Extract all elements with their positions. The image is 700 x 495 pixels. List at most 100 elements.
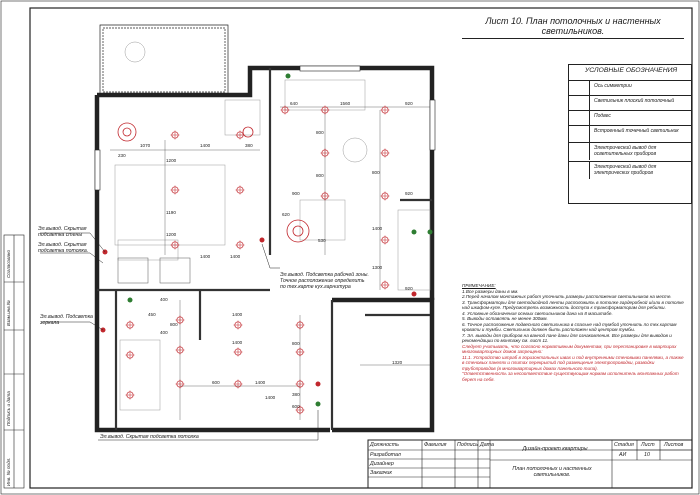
callout-bedroom-wall: Эл.вывод. Скрытая подсветка стены: [38, 226, 87, 238]
hall-ceiling-lamps: [125, 315, 305, 415]
dimension-label: 900: [292, 191, 300, 196]
warning-line: Следует учитывать, что согласно норматив…: [462, 343, 677, 355]
stamp-header-signature: Подпись: [457, 442, 479, 448]
ceiling-lamp-cross: [125, 390, 135, 400]
callout-kitchen-work: Эл.вывод. Подсветка рабочей зоны. Точное…: [280, 272, 369, 290]
note-line: 7. Эл. выводы для приборов на ванной пан…: [462, 332, 672, 344]
electric-outlet-devices-icon: [315, 401, 321, 407]
stamp-header-sheet: Лист: [641, 442, 655, 448]
ceiling-lamp-cross: [125, 350, 135, 360]
ceiling-lamp-cross: [125, 320, 135, 330]
electric-outlet-devices-icon: [411, 229, 417, 235]
legend-label: Подвес: [594, 113, 611, 119]
note-line: 1.Все размеры даны в мм.: [462, 288, 519, 294]
ceiling-lamp-cross: [170, 130, 180, 140]
legend-label: Светильник плоский потолочный: [594, 98, 675, 104]
stamp-header-sheets: Листов: [664, 442, 684, 448]
dimension-label: 380: [245, 143, 253, 148]
pendant-lamp-icon: [568, 111, 590, 128]
ceiling-lamp-cross: [380, 191, 390, 201]
note-line: 4. Условные обозначения осевых светильни…: [462, 310, 613, 316]
dimension-label: 620: [282, 212, 290, 217]
dimension-label: 1400: [372, 226, 383, 231]
ceiling-lamp-cross: [170, 185, 180, 195]
dimension-label: 1560: [340, 101, 351, 106]
dimension-label: 800: [292, 341, 300, 346]
dimension-label: 230: [118, 153, 126, 158]
ceiling-lamp-cross: [233, 347, 243, 357]
dimension-label: 1400: [200, 143, 211, 148]
legend-row: Встроенный точечный светильник: [568, 125, 692, 142]
binding-strip: [3, 234, 25, 489]
dimension-label: 1400: [232, 340, 243, 345]
ceiling-lamp-cross: [295, 379, 305, 389]
stamp-project: Дизайн-проект квартиры: [522, 446, 588, 452]
dimension-label: 530: [318, 238, 326, 243]
ceiling-lamp-cross: [175, 315, 185, 325]
ceiling-lamp-cross: [175, 379, 185, 389]
side-label-original: Инв. № подл.: [6, 457, 11, 486]
ceiling-lamp-cross: [295, 320, 305, 330]
ceiling-lamp-cross: [175, 345, 185, 355]
stamp-header-stage: Стадия: [614, 442, 634, 448]
dimension-label: 600: [212, 380, 220, 385]
electric-outlet-lighting-icon: [259, 237, 265, 243]
legend-title: УСЛОВНЫЕ ОБОЗНАЧЕНИЯ: [584, 67, 678, 74]
electric-outlet-lighting-icon: [411, 291, 417, 297]
ceiling-lamp-cross: [295, 405, 305, 415]
pendant-lamp: [242, 126, 254, 138]
note-line: 2.Перед началом монтажных работ уточнить…: [462, 294, 672, 299]
stamp-header-surname: Фамилия: [424, 442, 447, 448]
axis-icon: [568, 81, 590, 98]
electric-outlet-lighting-icon: [568, 143, 590, 160]
dimension-label: 1400: [232, 312, 243, 317]
legend-row: Электрический вывод для электрических пр…: [568, 161, 692, 179]
legend-label: Электрический вывод для электрических пр…: [594, 164, 657, 176]
callout-hall-ceiling: Эл.вывод. Скрытая подсветка потолка: [100, 434, 199, 440]
legend-row: Электрический вывод для осветительных пр…: [568, 142, 692, 160]
side-label-replaced: Взам.инв.№: [6, 300, 11, 326]
dimension-label: 800: [316, 130, 324, 135]
dimension-label: 920: [405, 191, 413, 196]
note-line: 5. Выводы оставлять не менее 300мм.: [462, 316, 548, 321]
ceiling-lamp-cross: [170, 240, 180, 250]
ceiling-lamp-cross: [235, 185, 245, 195]
dimension-label: 1300: [372, 265, 383, 270]
title-block-grid: [367, 439, 693, 489]
dimension-label: 450: [148, 312, 156, 317]
dimension-lines: [110, 106, 430, 420]
electric-outlet-devices-icon: [427, 229, 433, 235]
dimension-label: 1320: [392, 360, 403, 365]
stamp-drawing: План потолочных и настенных светильников…: [512, 466, 592, 478]
legend-row: Ось симметрии: [568, 80, 692, 98]
electric-outlet-devices-icon: [285, 73, 291, 79]
stamp-header-role: Должность: [370, 442, 399, 448]
pendant-lamps: [117, 122, 310, 243]
warning-line: "Ответственность за несоответствие сущес…: [462, 371, 679, 382]
dimension-label: 1200: [166, 232, 177, 237]
electric-outlet-lighting-icon: [315, 381, 321, 387]
pendant-lamp-inner: [292, 225, 304, 237]
stamp-role: Заказчик: [370, 470, 392, 476]
dimension-label: 1400: [255, 380, 266, 385]
legend-label: Электрический вывод для осветительных пр…: [594, 145, 657, 157]
interior-walls: [97, 68, 432, 430]
ceiling-lamp-cross: [380, 235, 390, 245]
dimension-label: 600: [292, 404, 300, 409]
ceiling-lamp-cross: [233, 320, 243, 330]
dimension-label: 920: [405, 101, 413, 106]
stamp-role: Дизайнер: [370, 461, 394, 467]
dimension-label: 800: [170, 322, 178, 327]
electric-outlet-devices-icon: [568, 162, 590, 179]
ceiling-lamp-cross: [320, 191, 330, 201]
pendant-lamp: [286, 219, 310, 243]
dimension-label: 1400: [200, 254, 211, 259]
legend-row: Подвес: [568, 110, 692, 128]
dimension-label: 920: [405, 286, 413, 291]
stamp-role: Разработал: [370, 452, 401, 458]
recessed-spot-icon: [568, 126, 590, 142]
notes-block: ПРИМЕЧАНИЕ: 1.Все размеры даны в мм. 2.П…: [462, 283, 684, 382]
ceiling-lamp-cross: [235, 240, 245, 250]
ceiling-lamp-cross: [233, 379, 243, 389]
legend-label: Встроенный точечный светильник: [594, 128, 679, 134]
